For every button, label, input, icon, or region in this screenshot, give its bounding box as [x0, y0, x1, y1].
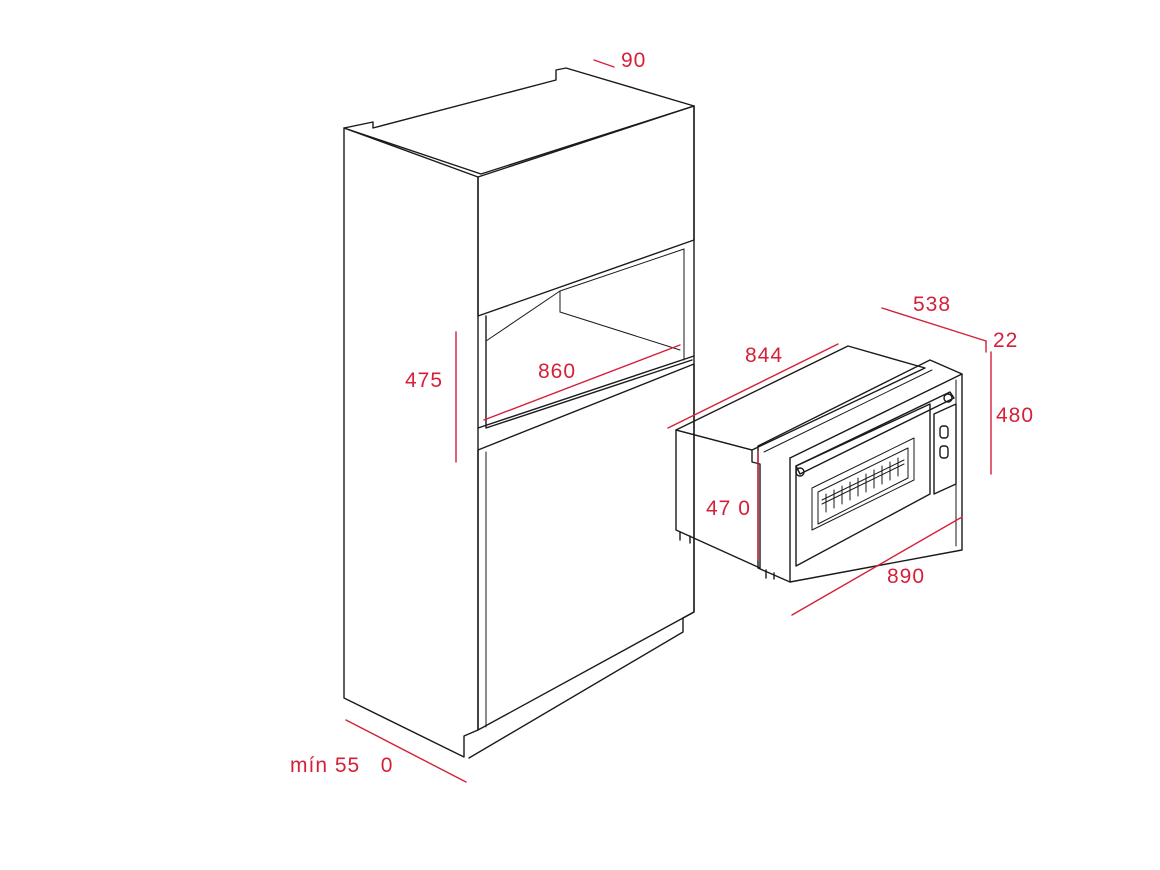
oven-appliance: [675, 345, 963, 583]
label-oven-body-width: 844: [745, 344, 783, 367]
label-oven-depth: 538: [913, 293, 951, 316]
oven-rack: [821, 457, 905, 513]
label-oven-body-height: 47 0: [706, 497, 751, 520]
oven-frame-inner-top: [763, 369, 933, 453]
oven-door: [795, 403, 931, 567]
cabinet-top: [343, 67, 695, 175]
label-cabinet-depth: mín 55 0: [290, 754, 393, 777]
label-niche-width: 860: [538, 360, 576, 383]
oven-window: [811, 437, 915, 531]
dim-line-cabinet-depth: [345, 719, 467, 783]
tall-cabinet: [343, 67, 695, 759]
label-front-frame: 22: [993, 329, 1018, 352]
control-knob-top: [939, 425, 949, 439]
cabinet-left-side: [343, 127, 479, 758]
label-oven-front-height: 480: [996, 404, 1034, 427]
dim-line-oven-body-width: [667, 343, 839, 429]
niche-floor-back: [559, 311, 681, 351]
handle-end-right: [943, 393, 953, 403]
dim-line-top-gap: [593, 59, 615, 68]
label-top-gap: 90: [621, 49, 646, 72]
dim-line-oven-front-width: [791, 516, 963, 616]
control-knob-bottom: [939, 445, 949, 459]
niche-bottom-edge: [477, 355, 695, 429]
dim-line-oven-depth: [881, 307, 987, 342]
oven-window-inner: [817, 447, 909, 525]
cabinet-lower-door: [477, 363, 695, 731]
dimension-labels: 90 475 860 mín 55 0 844 538 22 480 47 0 …: [290, 49, 1034, 777]
label-oven-front-width: 890: [887, 565, 925, 588]
oven-niche: [485, 315, 693, 429]
handle-end-left: [795, 467, 805, 477]
niche-back-top: [559, 248, 685, 292]
niche-back-left: [485, 290, 561, 342]
oven-handle: [795, 391, 955, 475]
oven-frame-edge-top: [789, 373, 963, 459]
oven-front-frame: [757, 359, 963, 583]
cabinet-upper-panel: [477, 105, 695, 317]
cabinet-right-edge: [468, 105, 695, 759]
oven-control-panel: [933, 403, 957, 495]
oven-body-side: [675, 429, 761, 569]
dim-line-niche-width: [483, 344, 681, 421]
dimension-lines: [345, 59, 992, 783]
label-niche-height: 475: [405, 369, 443, 392]
